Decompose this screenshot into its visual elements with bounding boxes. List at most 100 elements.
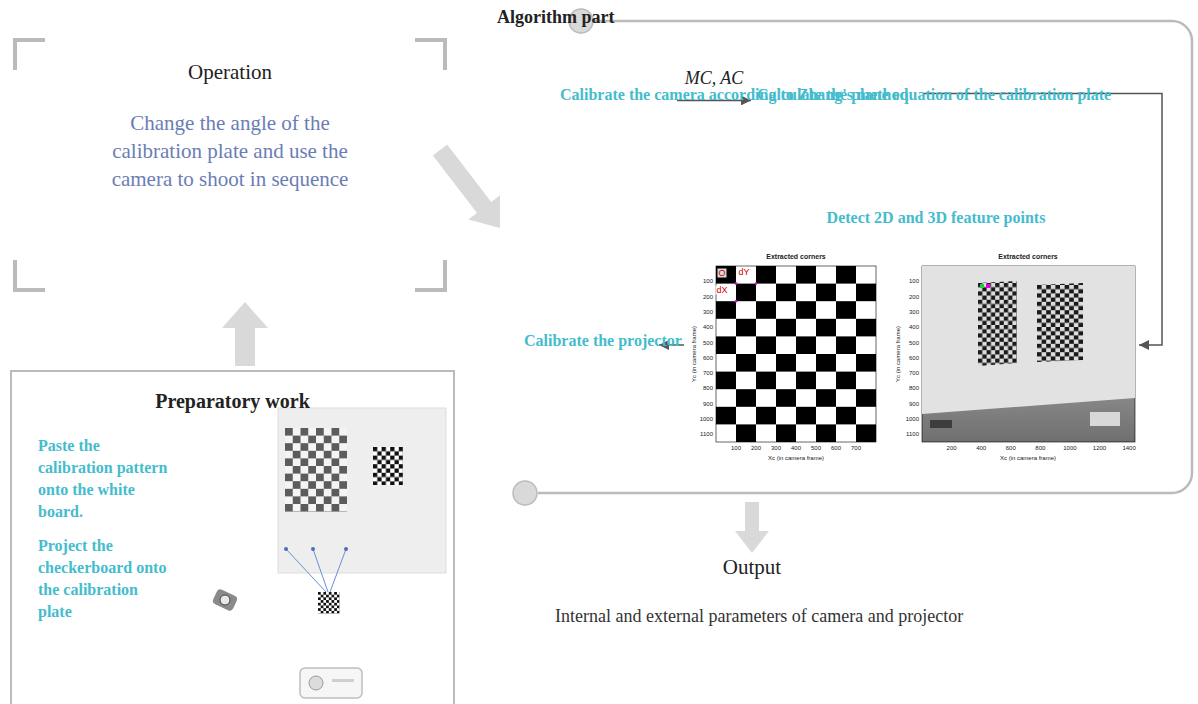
axis-tick: 800 bbox=[909, 385, 919, 391]
ray-dots bbox=[284, 547, 348, 551]
axis-tick: 1000 bbox=[700, 416, 713, 422]
step-text: Project the checkerboard onto the calibr… bbox=[38, 535, 173, 623]
axis-tick: 700 bbox=[851, 445, 861, 451]
axis-tick: 500 bbox=[811, 445, 821, 451]
axis-label: Yc (in camera frame) bbox=[895, 326, 901, 382]
axis-label: Xc (in camera frame) bbox=[1000, 455, 1056, 461]
camera-lens bbox=[220, 595, 230, 605]
flow-arrow bbox=[433, 145, 500, 228]
axis-tick: 700 bbox=[909, 370, 919, 376]
panel-body: Change the angle of the calibration plat… bbox=[100, 109, 360, 193]
printed-checkerboard bbox=[285, 428, 347, 512]
axis-tick: 400 bbox=[703, 324, 713, 330]
axis-tick: 1400 bbox=[1122, 445, 1135, 451]
corner-mark bbox=[755, 282, 758, 285]
plot-title: Extracted corners bbox=[766, 253, 826, 260]
axis-tick: 900 bbox=[909, 401, 919, 407]
axis-tick: 400 bbox=[791, 445, 801, 451]
corner-marks bbox=[735, 282, 758, 302]
checkerboard-plot bbox=[716, 266, 876, 442]
corner-mark bbox=[986, 284, 990, 288]
step-text: Calibrate the projector bbox=[524, 330, 682, 351]
projector-body bbox=[300, 668, 362, 698]
dot bbox=[311, 547, 315, 551]
group-heading: Detect 2D and 3D feature points bbox=[786, 207, 1086, 228]
ray bbox=[313, 549, 328, 592]
projection-rays bbox=[286, 549, 346, 592]
axis-label: Xc (in camera frame) bbox=[768, 455, 824, 461]
step-text: Paste the calibration pattern onto the w… bbox=[38, 435, 173, 523]
axis-tick: 600 bbox=[831, 445, 841, 451]
panel-heading: Operation bbox=[15, 40, 445, 85]
bracket bbox=[415, 40, 445, 70]
axis-tick: 500 bbox=[703, 340, 713, 346]
band-outline bbox=[538, 21, 1192, 493]
projected-checkerboard bbox=[373, 447, 403, 485]
corner-mark bbox=[735, 300, 738, 303]
axis-tick: 600 bbox=[909, 355, 919, 361]
step-text: Calculate the plane equation of the cali… bbox=[757, 84, 1111, 105]
axis-tick: 600 bbox=[1006, 445, 1016, 451]
dot bbox=[284, 547, 288, 551]
edge-label: MC, AC bbox=[682, 68, 747, 88]
axis-tick: 100 bbox=[909, 278, 919, 284]
origin-marker: O bbox=[717, 269, 726, 278]
output-text: Internal and external parameters of came… bbox=[555, 606, 1095, 627]
axis-tick: 500 bbox=[909, 340, 919, 346]
axis-tick: 300 bbox=[703, 309, 713, 315]
axis-label: Yc (in camera frame) bbox=[691, 326, 697, 382]
photo-object bbox=[1090, 412, 1120, 426]
process-step: Calibrate the projector bbox=[522, 328, 655, 351]
plot-title: Extracted corners bbox=[998, 253, 1058, 260]
flow-arrow bbox=[222, 302, 268, 366]
photo-checkerboard bbox=[1037, 283, 1083, 362]
bracket bbox=[415, 260, 445, 290]
axis-marker: dY bbox=[737, 268, 750, 277]
preparation-panel: Preparatory workPaste the calibration pa… bbox=[10, 370, 455, 704]
ray bbox=[330, 549, 346, 592]
corner-brackets bbox=[15, 40, 445, 290]
flow-arrow bbox=[735, 502, 769, 553]
axis-tick: 900 bbox=[703, 401, 713, 407]
output-heading: Output bbox=[702, 555, 802, 580]
axis-tick: 1000 bbox=[906, 416, 919, 422]
axis-tick: 1000 bbox=[1063, 445, 1076, 451]
axis-tick: 400 bbox=[909, 324, 919, 330]
feature-group: Detect 2D and 3D feature points bbox=[686, 205, 1138, 463]
camera-body bbox=[212, 588, 239, 612]
bracket bbox=[15, 40, 45, 70]
axis-tick: 800 bbox=[703, 385, 713, 391]
axis-tick: 1200 bbox=[1093, 445, 1106, 451]
axis-tick: 1100 bbox=[906, 431, 919, 437]
axis-tick: 300 bbox=[909, 309, 919, 315]
algorithm-band: Algorithm partCalibrate the camera accor… bbox=[495, 5, 1195, 500]
axis-tick: 300 bbox=[771, 445, 781, 451]
photo-object bbox=[930, 420, 952, 428]
axis-tick: 200 bbox=[751, 445, 761, 451]
dot bbox=[344, 547, 348, 551]
band-knob bbox=[513, 481, 537, 505]
axis-tick: 1100 bbox=[700, 431, 713, 437]
axis-tick: 400 bbox=[976, 445, 986, 451]
operation-panel: OperationChange the angle of the calibra… bbox=[15, 40, 445, 290]
photo-checkerboard bbox=[978, 281, 1017, 366]
process-step: Calculate the plane equation of the cali… bbox=[755, 82, 920, 105]
photo-wall bbox=[922, 266, 1135, 414]
axis-marker: dX bbox=[715, 286, 728, 295]
axis-tick: 700 bbox=[703, 370, 713, 376]
axis-tick: 100 bbox=[731, 445, 741, 451]
projector-vent bbox=[332, 679, 354, 682]
band-heading: Algorithm part bbox=[497, 7, 614, 28]
bracket bbox=[15, 260, 45, 290]
camera-icon bbox=[212, 588, 239, 612]
photo-plot bbox=[922, 266, 1135, 442]
small-checkerboard bbox=[318, 592, 340, 614]
axis-tick: 200 bbox=[947, 445, 957, 451]
axis-tick: 200 bbox=[703, 294, 713, 300]
axis-tick: 600 bbox=[703, 355, 713, 361]
axis-tick: 800 bbox=[1035, 445, 1045, 451]
